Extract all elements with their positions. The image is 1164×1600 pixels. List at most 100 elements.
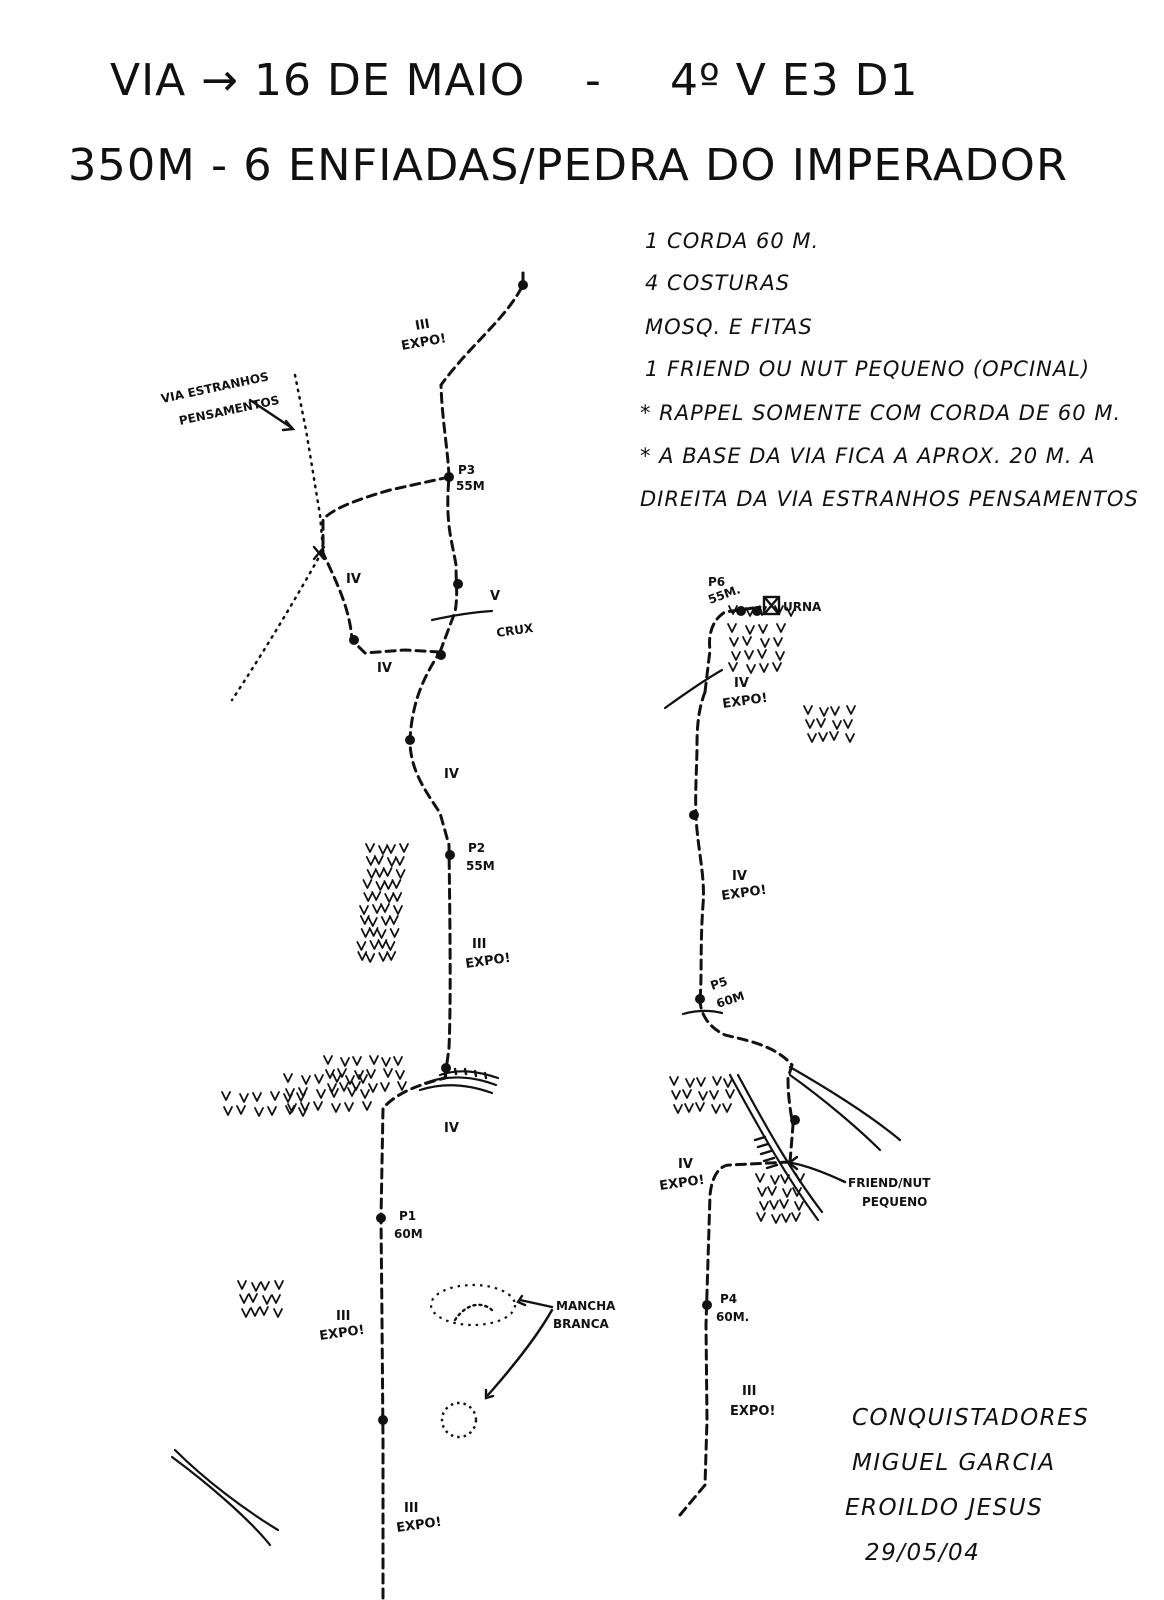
belay-name-p3: P3: [458, 463, 475, 477]
belay-name-p4: P4: [720, 1292, 737, 1306]
belay-name-p5: P5: [709, 974, 730, 993]
pointer-arrow: [518, 1298, 554, 1309]
gear-note: * A BASE DA VIA FICA A APROX. 20 M. A: [640, 444, 1096, 468]
grade-label: IV: [377, 661, 392, 676]
right-crack-system: [728, 1065, 902, 1222]
mancha-label: BRANCA: [553, 1317, 610, 1331]
bolt: [453, 579, 463, 589]
belay-length-p1: 60M: [394, 1227, 423, 1241]
bolt: [695, 994, 705, 1004]
overhang-roof: [418, 1067, 500, 1095]
bolt: [702, 1300, 712, 1310]
bolt: [790, 1115, 800, 1125]
bolt: [378, 1415, 388, 1425]
expo-label: EXPO!: [400, 331, 447, 354]
mancha-branca-patch: [440, 1401, 478, 1439]
left-bolts: [349, 280, 528, 1425]
friend-nut-label: PEQUENO: [862, 1195, 927, 1209]
gear-item: 4 COSTURAS: [645, 271, 790, 295]
credits-name: MIGUEL GARCIA: [852, 1450, 1056, 1476]
grade-label: IV: [444, 1121, 459, 1136]
expo-label: EXPO!: [464, 951, 511, 972]
belay-ledge: [681, 1009, 724, 1016]
grade-label: III: [404, 1501, 419, 1516]
grade-label: III: [336, 1309, 351, 1324]
gear-note: DIREITA DA VIA ESTRANHOS PENSAMENTOS: [640, 487, 1139, 511]
bolt: [376, 1213, 386, 1223]
title-separator: -: [585, 55, 602, 106]
mancha-branca-patch: [429, 1283, 517, 1327]
grade-label: III: [414, 317, 431, 334]
bolt: [441, 1063, 451, 1073]
vegetation-patch: [803, 705, 856, 743]
grade-label: IV: [734, 676, 749, 691]
bolt: [518, 280, 528, 290]
route-junction-x: [312, 545, 326, 561]
vegetation-patch: [283, 1073, 372, 1113]
vegetation-patch: [728, 605, 796, 617]
title-route-name: VIA → 16 DE MAIO: [110, 55, 525, 106]
credits-date: 29/05/04: [865, 1540, 980, 1566]
grade-label: III: [742, 1384, 757, 1399]
grade-label: III: [472, 937, 487, 952]
arrow-head: [281, 419, 296, 432]
bolt: [349, 635, 359, 645]
gear-item: 1 CORDA 60 M.: [645, 229, 819, 253]
urna-label: URNA: [783, 600, 822, 614]
expo-label: EXPO!: [721, 691, 768, 712]
right-bolts: [689, 606, 800, 1310]
belay-name-p6: P6: [708, 575, 725, 589]
credits-title: CONQUISTADORES: [852, 1405, 1089, 1431]
urna-box-icon: [762, 595, 781, 616]
grade-label: IV: [678, 1157, 693, 1172]
vegetation-patch: [356, 843, 409, 963]
belay-name-p2: P2: [468, 841, 485, 855]
vegetation-patch: [727, 623, 786, 674]
bolt: [689, 810, 699, 820]
vegetation-patch: [755, 1173, 805, 1224]
vegetation-patch: [669, 1076, 735, 1114]
vegetation-patch: [323, 1055, 407, 1093]
bolt: [445, 850, 455, 860]
belay-name-p1: P1: [399, 1209, 416, 1223]
expo-label: EXPO!: [395, 1515, 442, 1536]
bolt: [736, 606, 746, 616]
belay-length-p5: 60M: [715, 989, 747, 1011]
expo-label: EXPO!: [658, 1173, 705, 1194]
gear-list: 1 CORDA 60 M. 4 COSTURAS MOSQ. E FITAS 1…: [640, 229, 1139, 511]
title-length-location: 350M - 6 ENFIADAS/PEDRA DO IMPERADOR: [68, 140, 1068, 191]
other-route-line: [230, 373, 325, 702]
friend-nut-label: FRIEND/NUT: [848, 1176, 931, 1190]
crux-line: [430, 609, 494, 622]
title-grade: 4º V E3 D1: [670, 55, 918, 106]
mancha-label: MANCHA: [556, 1299, 616, 1313]
credits-name: EROILDO JESUS: [845, 1495, 1043, 1521]
expo-label: EXPO!: [720, 883, 767, 904]
grade-label: IV: [732, 869, 747, 884]
right-route-line: [678, 605, 795, 1517]
crux-label: CRUX: [495, 621, 534, 640]
belay-length-p3: 55M: [456, 479, 485, 493]
bolt: [405, 735, 415, 745]
expo-label: EXPO!: [730, 1404, 775, 1419]
grade-label: IV: [444, 767, 459, 782]
grade-label: V: [490, 589, 500, 604]
right-labels: P6 55M. URNA IV EXPO! IV EXPO! P5 60M IV…: [658, 575, 931, 1419]
gear-item: 1 FRIEND OU NUT PEQUENO (OPCINAL): [645, 357, 1090, 381]
expo-label: EXPO!: [318, 1323, 365, 1344]
belay-length-p4: 60M.: [716, 1310, 749, 1324]
vegetation-patch: [221, 1091, 308, 1117]
belay-length-p2: 55M: [466, 859, 495, 873]
bolt: [444, 472, 454, 482]
grade-label: IV: [346, 572, 361, 587]
vegetation-marks: [221, 605, 856, 1318]
pointer-arrow: [790, 1161, 847, 1184]
pointer-arrow: [486, 1308, 554, 1397]
gear-note: * RAPPEL SOMENTE COM CORDA DE 60 M.: [640, 401, 1121, 425]
gear-item: MOSQ. E FITAS: [645, 315, 813, 339]
crack-marks: [170, 1448, 280, 1547]
left-labels: VIA ESTRANHOS PENSAMENTOS III EXPO! P3 5…: [160, 317, 616, 1536]
credits: CONQUISTADORES MIGUEL GARCIA EROILDO JES…: [845, 1405, 1089, 1566]
rock-edge: [663, 668, 724, 710]
